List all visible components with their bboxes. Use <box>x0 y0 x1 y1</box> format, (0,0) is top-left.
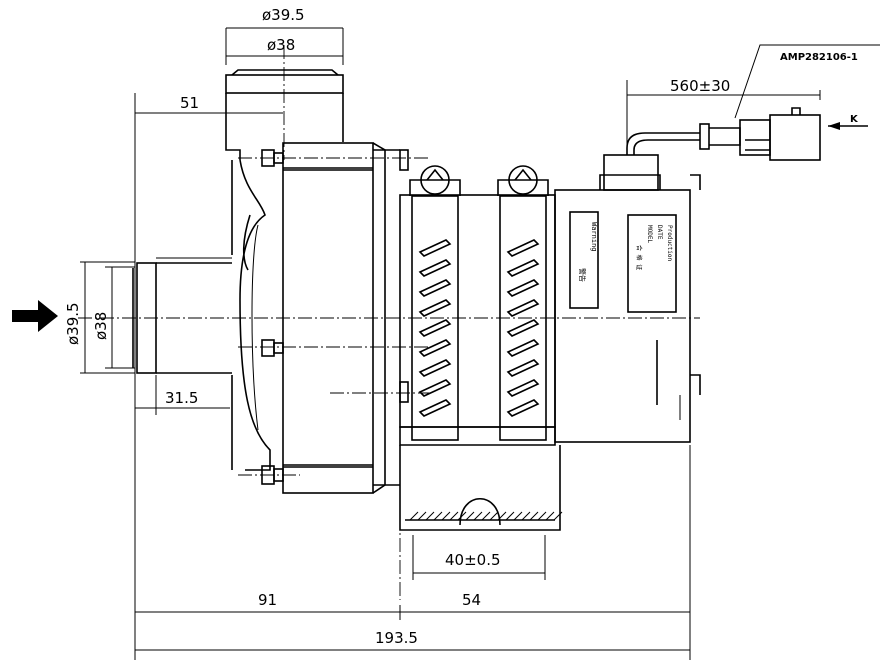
cooling-slot <box>506 299 540 317</box>
centerlines <box>78 45 700 600</box>
cooling-slot <box>506 379 540 397</box>
cooling-slot <box>506 259 540 277</box>
hatch-line <box>425 511 435 521</box>
dim-51: 51 <box>180 94 199 112</box>
inlet-pipe <box>132 257 232 374</box>
warning-en-text: Warning <box>590 222 598 252</box>
cooling-slot <box>418 399 452 417</box>
hatch-line <box>441 511 451 521</box>
cooling-slot <box>418 379 452 397</box>
hatch-line <box>537 511 547 521</box>
bracket-hatch <box>409 511 563 521</box>
cable-connector <box>626 44 880 161</box>
hatch-line <box>449 511 459 521</box>
warning-label: 警告 Warning <box>569 211 599 309</box>
cert-line2-text: DATE <box>656 225 663 240</box>
cooling-slot <box>506 319 540 337</box>
hatch-line <box>529 511 539 521</box>
motor-body <box>399 154 701 446</box>
hatch-line <box>497 511 507 521</box>
outlet-pipe <box>225 69 344 160</box>
dim-connector-part: AMP282106-1 <box>780 52 858 63</box>
hatch-line <box>481 511 491 521</box>
cooling-slot <box>506 399 540 417</box>
dimension-texts: ø39.5 ø38 51 560±30 AMP282106-1 K ø39.5 … <box>64 6 859 647</box>
dimension-lines <box>80 27 821 660</box>
dim-91: 91 <box>258 591 277 609</box>
dim-outlet-inner: ø38 <box>267 36 295 54</box>
hatch-line <box>433 511 443 521</box>
cert-line3-text: Production <box>666 225 673 262</box>
cooling-slot <box>418 279 452 297</box>
cooling-slot <box>506 239 540 257</box>
flow-arrow <box>12 300 58 332</box>
dim-54: 54 <box>462 591 481 609</box>
cooling-slot <box>418 319 452 337</box>
warning-cn-text: 警告 <box>578 268 587 282</box>
mounting-bracket <box>399 445 561 531</box>
hatch-line <box>409 511 419 521</box>
dim-view-k: K <box>850 114 859 125</box>
cert-line1-text: MODEL <box>646 225 653 243</box>
certificate-label: 合 格 证 MODEL DATE Production <box>627 214 677 313</box>
cooling-slot <box>506 359 540 377</box>
dim-inlet-length: 31.5 <box>165 389 198 407</box>
hatch-line <box>457 511 467 521</box>
dim-inlet-outer: ø39.5 <box>64 302 82 345</box>
dim-outlet-outer: ø39.5 <box>262 6 305 24</box>
hatch-line <box>545 511 555 521</box>
cooling-slot <box>506 339 540 357</box>
cert-title-text: 合 格 证 <box>635 245 643 270</box>
cooling-slot <box>418 259 452 277</box>
dim-mount-hole: 40±0.5 <box>445 551 501 569</box>
cooling-slot <box>418 359 452 377</box>
housing-bolts <box>261 149 409 485</box>
cooling-slot <box>506 279 540 297</box>
hatch-line <box>553 511 563 521</box>
hatch-line <box>521 511 531 521</box>
hatch-line <box>465 511 475 521</box>
dim-total: 193.5 <box>375 629 418 647</box>
cooling-slot <box>418 239 452 257</box>
cooling-slots <box>418 239 540 417</box>
view-k-arrow <box>828 122 868 130</box>
hatch-line <box>489 511 499 521</box>
hatch-line <box>513 511 523 521</box>
cooling-slot <box>418 339 452 357</box>
cooling-slot <box>418 299 452 317</box>
hatch-line <box>473 511 483 521</box>
hatch-line <box>505 511 515 521</box>
dim-cable-length: 560±30 <box>670 77 730 95</box>
dim-inlet-inner: ø38 <box>92 312 110 340</box>
hatch-line <box>417 511 427 521</box>
